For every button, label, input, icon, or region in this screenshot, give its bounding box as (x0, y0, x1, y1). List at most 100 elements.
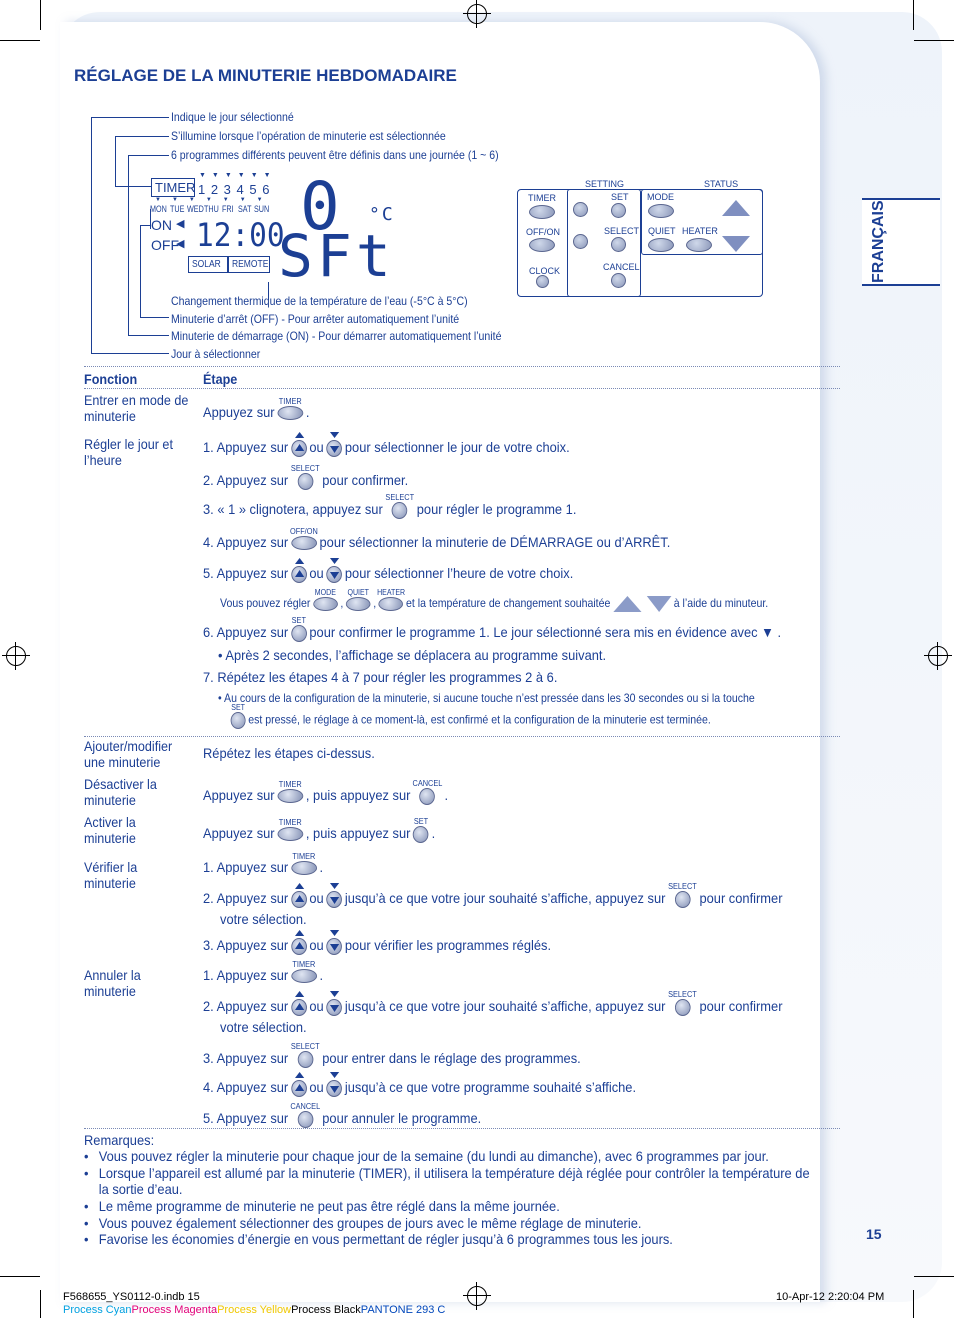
temp-down-button[interactable] (722, 236, 750, 252)
function-set-day: Régler le jour et l’heure (84, 436, 173, 468)
cancel-button-icon: CANCEL (413, 779, 442, 805)
column-header-step: Étape (203, 371, 238, 387)
function-enable-timer: Activer la minuterie (84, 814, 136, 846)
function-add-timer: Ajouter/modifier une minuterie (84, 738, 173, 770)
lcd-day-wed: WED (187, 204, 204, 214)
remote-mode-label: MODE (647, 192, 674, 202)
mode-button[interactable] (648, 204, 674, 218)
timer-button-icon: TIMER (277, 397, 304, 421)
day-down-button[interactable] (573, 234, 588, 249)
up-button-icon (290, 990, 307, 1016)
heater-button-icon: HEATER (377, 588, 405, 611)
leader-line (115, 136, 169, 137)
cancel-button[interactable] (611, 273, 626, 288)
temp-up-button[interactable] (722, 200, 750, 216)
lcd-off-label: OFF (151, 237, 179, 253)
cancel-step-2-cont: votre sélection. (220, 1019, 307, 1035)
leader-line (91, 117, 169, 118)
down-button-icon (326, 431, 343, 457)
crop-mark (40, 1290, 41, 1318)
leader-line (140, 317, 169, 318)
day-up-button[interactable] (573, 202, 588, 217)
color-cyan: Process Cyan (63, 1304, 132, 1316)
page-title: RÉGLAGE DE LA MINUTERIE HEBDOMADAIRE (74, 66, 457, 85)
lcd-temperature-digit: 0 (300, 168, 342, 245)
function-cancel-timer: Annuler la minuterie (84, 967, 141, 999)
function-check-timer: Vérifier la minuterie (84, 859, 138, 891)
set-button[interactable] (611, 203, 626, 218)
lcd-sft-segments: SFt (278, 222, 395, 290)
remote-set-label: SET (611, 192, 629, 202)
select-button-icon: SELECT (291, 464, 320, 490)
callout-six-programs: 6 programmes différents peuvent être déf… (171, 148, 499, 162)
callout-day-select: Jour à sélectionner (171, 347, 261, 361)
up-button-icon (290, 431, 307, 457)
clock-button[interactable] (536, 275, 549, 288)
lcd-day-fri: FRI (222, 204, 234, 214)
timer-button[interactable] (529, 205, 555, 219)
offon-button[interactable] (529, 238, 555, 252)
step-7: 7. Répétez les étapes 4 à 7 pour régler … (203, 669, 558, 685)
temp-up-icon (612, 596, 642, 612)
lcd-timer-label: TIMER (155, 180, 196, 195)
quiet-button[interactable] (648, 238, 674, 252)
lcd-on-arrow-icon: ◀ (176, 218, 185, 230)
language-tab-strip (862, 198, 940, 286)
remote-offon-label: OFF/ON (526, 227, 560, 237)
select-button[interactable] (611, 237, 626, 252)
status-label: STATUS (704, 179, 739, 189)
footer-file-info: F568655_YS0112-0.indb 15 (63, 1291, 200, 1303)
registration-mark-icon (2, 642, 30, 670)
up-button-icon (290, 1071, 307, 1097)
lcd-day-sun: SUN (254, 204, 270, 214)
callout-off-timer: Minuterie d’arrêt (OFF) - Pour arrêter a… (171, 312, 460, 326)
leader-line (91, 353, 169, 354)
lcd-day-markers: ▼▼▼▼▼▼▼ (155, 197, 274, 203)
lcd-remote-label: REMOTE (232, 259, 269, 270)
leader-line (140, 225, 141, 317)
crop-mark (914, 40, 954, 41)
color-yellow: Process Yellow (217, 1304, 292, 1316)
crop-mark (0, 40, 40, 41)
lcd-on-label: ON (151, 217, 172, 233)
select-button-icon: SELECT (385, 493, 414, 519)
column-header-function: Fonction (84, 371, 138, 387)
lcd-day-thu: THU (204, 204, 219, 214)
leader-line (91, 117, 92, 354)
step-6-note: • Après 2 secondes, l’affichage se dépla… (218, 647, 607, 663)
lcd-clock-digits: 12:00 (196, 216, 285, 254)
leader-line (128, 155, 129, 335)
up-button-icon (290, 882, 307, 908)
lcd-temperature-unit: °C (369, 204, 395, 225)
leader-line (128, 335, 169, 336)
setting-group (567, 189, 641, 297)
leader-line (140, 225, 150, 226)
timer-button-icon: TIMER (290, 960, 317, 984)
callout-temp-shift: Changement thermique de la température d… (171, 294, 468, 308)
registration-mark-icon (463, 0, 491, 28)
remote-heater-label: HEATER (682, 226, 718, 236)
heater-button[interactable] (686, 238, 712, 252)
quiet-button-icon: QUIET (345, 588, 371, 611)
lcd-day-tue: TUE (170, 204, 185, 214)
page-sheet (60, 22, 820, 1302)
lcd-solar-box (188, 256, 228, 273)
status-group (641, 189, 763, 255)
remote-quiet-label: QUIET (648, 226, 676, 236)
